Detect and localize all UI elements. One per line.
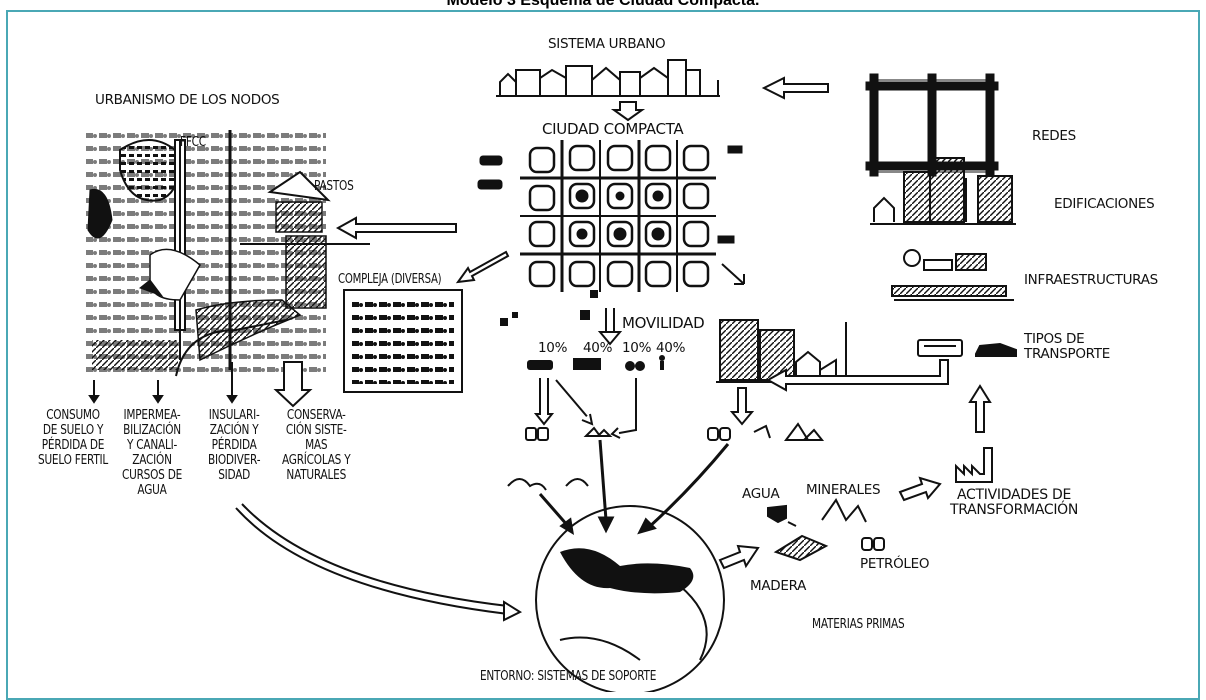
label-agua: AGUA bbox=[742, 486, 780, 502]
pct-bus: 40% bbox=[583, 340, 613, 356]
figure-title: Modelo 3 Esquema de Ciudad Compacta. bbox=[446, 0, 760, 9]
label-redes: REDES bbox=[1032, 128, 1076, 144]
label-entorno: ENTORNO: SISTEMAS DE SOPORTE bbox=[480, 668, 657, 684]
label-ciudad-compacta: CIUDAD COMPACTA bbox=[542, 120, 684, 138]
arrow-networks-to-urban bbox=[761, 76, 829, 100]
resource-icons bbox=[707, 422, 825, 441]
arrow-buildings-down bbox=[729, 387, 755, 426]
label-urbanismo-nodos: URBANISMO DE LOS NODOS bbox=[95, 92, 280, 108]
arrow-transport-to-buildings bbox=[765, 359, 949, 392]
label-actividades: ACTIVIDADES DE TRANSFORMACIÓN bbox=[950, 487, 1079, 518]
arrow-city-to-buildings bbox=[721, 263, 745, 285]
buildings-sketch bbox=[870, 157, 1016, 225]
arrow-activities-up bbox=[968, 384, 992, 433]
label-ffcc: FFCC bbox=[180, 134, 206, 150]
label-petroleo: PETRÓLEO bbox=[860, 556, 930, 572]
label-compleja: COMPLEJA (DIVERSA) bbox=[338, 272, 442, 287]
compact-city-grid bbox=[477, 140, 743, 292]
label-madera: MADERA bbox=[750, 578, 807, 594]
arrow-biodiversity-to-globe bbox=[235, 503, 523, 622]
flows-to-globe bbox=[538, 439, 730, 535]
label-materias-primas: MATERIAS PRIMAS bbox=[812, 616, 905, 632]
arrow-minerals-to-activities bbox=[898, 476, 942, 502]
arrow-materials-to-globe bbox=[718, 544, 760, 570]
arrow-city-to-complex bbox=[455, 250, 510, 284]
label-edificaciones: EDIFICACIONES bbox=[1054, 196, 1155, 212]
impact-conservacion: CONSERVA- CIÓN SISTE- MAS AGRÍCOLAS Y NA… bbox=[282, 407, 351, 483]
label-minerales: MINERALES bbox=[806, 482, 881, 498]
transport-types bbox=[917, 339, 1017, 357]
impact-consumo-suelo: CONSUMO DE SUELO Y PÉRDIDA DE SUELO FERT… bbox=[38, 407, 109, 468]
earth-globe-icon bbox=[535, 505, 725, 692]
impact-insularizacion: INSULARI- ZACIÓN Y PÉRDIDA BIODIVER- SID… bbox=[208, 407, 261, 483]
mobility-arrows bbox=[597, 308, 623, 346]
label-infraestructuras: INFRAESTRUCTURAS bbox=[1024, 272, 1158, 288]
arrow-city-to-nodes bbox=[335, 216, 457, 240]
pct-bike: 10% bbox=[622, 340, 652, 356]
label-pastos: PASTOS bbox=[314, 178, 354, 194]
complex-diverse-box bbox=[343, 289, 463, 393]
mobility-vehicles bbox=[500, 290, 665, 371]
label-tipos-transporte: TIPOS DE TRANSPORTE bbox=[1024, 331, 1110, 362]
arrow-urban-to-compact bbox=[610, 101, 646, 122]
industrial-buildings bbox=[716, 319, 852, 383]
urban-system-skyline bbox=[496, 59, 720, 97]
factory-icon bbox=[955, 447, 993, 483]
infrastructure-sketch bbox=[891, 249, 1014, 301]
nodes-impact-arrows bbox=[88, 361, 313, 408]
pct-walk: 40% bbox=[656, 340, 686, 356]
label-movilidad: MOVILIDAD bbox=[622, 314, 705, 332]
pct-car: 10% bbox=[538, 340, 568, 356]
nodes-urbanism-map bbox=[86, 128, 370, 378]
label-sistema-urbano: SISTEMA URBANO bbox=[548, 36, 666, 52]
raw-material-icons bbox=[767, 498, 885, 562]
emission-icons bbox=[507, 426, 613, 491]
mobility-flow-arrows bbox=[533, 378, 637, 439]
impact-impermeabilizacion: IMPERMEA- BILIZACIÓN Y CANALI- ZACIÓN CU… bbox=[122, 407, 183, 498]
